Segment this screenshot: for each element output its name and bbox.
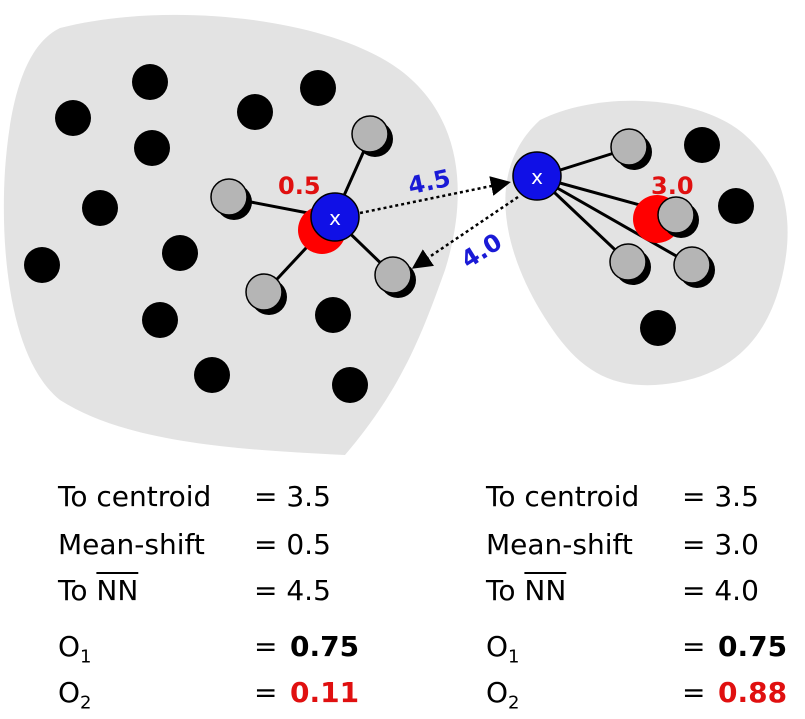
to-centroid-value: = 3.5	[254, 480, 331, 513]
to-centroid-label: To centroid	[486, 480, 640, 513]
mean-shift-value: = 3.0	[682, 528, 759, 561]
data-point	[24, 247, 60, 283]
neighbor-point	[351, 115, 389, 153]
nn-overlined: NN	[96, 574, 139, 607]
o2-letter: O	[486, 676, 509, 709]
left-cluster-region	[3, 14, 458, 456]
o1-letter: O	[58, 630, 81, 663]
neighbor-point	[673, 246, 711, 284]
data-point	[718, 188, 754, 224]
o2-equals: =	[682, 676, 706, 709]
neighbor-point	[245, 273, 283, 311]
to-nn-prefix: To	[58, 574, 97, 607]
o1-value: 0.75	[290, 630, 360, 663]
data-point	[332, 367, 368, 403]
mean-shift-label: Mean-shift	[58, 528, 205, 561]
neighbor-point	[210, 178, 248, 216]
o2-subscript: 2	[80, 692, 92, 714]
o2-value: 0.88	[718, 676, 788, 709]
o1-subscript: 1	[508, 646, 520, 668]
o1-equals: =	[254, 630, 278, 663]
o2-equals: =	[254, 676, 278, 709]
left-query-point	[310, 192, 360, 242]
data-point	[194, 357, 230, 393]
left-to-right-nn-arrow	[359, 176, 511, 215]
neighbor-point	[657, 196, 695, 234]
data-point	[237, 94, 273, 130]
data-point	[300, 70, 336, 106]
o1-value: 0.75	[718, 630, 788, 663]
data-point	[132, 64, 168, 100]
mean-shift-label: Mean-shift	[486, 528, 633, 561]
left-stats-panel: To centroid = 3.5 Mean-shift = 0.5 To NN…	[58, 480, 398, 715]
left-shift-label: 0.5	[278, 172, 321, 200]
data-point	[142, 302, 178, 338]
to-centroid-value: = 3.5	[682, 480, 759, 513]
o1-letter: O	[486, 630, 509, 663]
neighbor-point	[609, 243, 647, 281]
right-stats-panel: To centroid = 3.5 Mean-shift = 3.0 To NN…	[486, 480, 804, 715]
left-query-label: x	[329, 206, 341, 230]
o1-subscript: 1	[80, 646, 92, 668]
right-query-label: x	[531, 165, 543, 189]
right-cluster-region	[505, 100, 788, 386]
data-point	[640, 310, 676, 346]
right-query-point	[512, 151, 562, 201]
mean-shift-diagram: x x 0.5 4.5 4.0 3.0	[3, 14, 788, 456]
left-cluster-points	[24, 64, 368, 403]
data-point	[134, 130, 170, 166]
o2-letter: O	[58, 676, 81, 709]
nn-overlined: NN	[524, 574, 567, 607]
mean-shift-value: = 0.5	[254, 528, 331, 561]
data-point	[162, 235, 198, 271]
data-point	[684, 127, 720, 163]
to-nn-value: = 4.5	[254, 574, 331, 607]
right-to-left-nn-arrow	[411, 195, 519, 269]
neighbor-point	[610, 128, 648, 166]
right-neighbors	[610, 128, 652, 170]
right-cluster-points	[640, 127, 754, 346]
data-point	[82, 190, 118, 226]
data-point	[315, 297, 351, 333]
to-nn-value: = 4.0	[682, 574, 759, 607]
data-point	[55, 100, 91, 136]
left-neighbors	[210, 115, 416, 315]
to-nn-prefix: To	[486, 574, 525, 607]
neighbor-point	[374, 256, 412, 294]
to-centroid-label: To centroid	[58, 480, 212, 513]
right-neighbors-front	[609, 196, 715, 288]
o2-subscript: 2	[508, 692, 520, 714]
right-shift-label: 3.0	[651, 172, 694, 200]
o2-value: 0.11	[290, 676, 360, 709]
o1-equals: =	[682, 630, 706, 663]
